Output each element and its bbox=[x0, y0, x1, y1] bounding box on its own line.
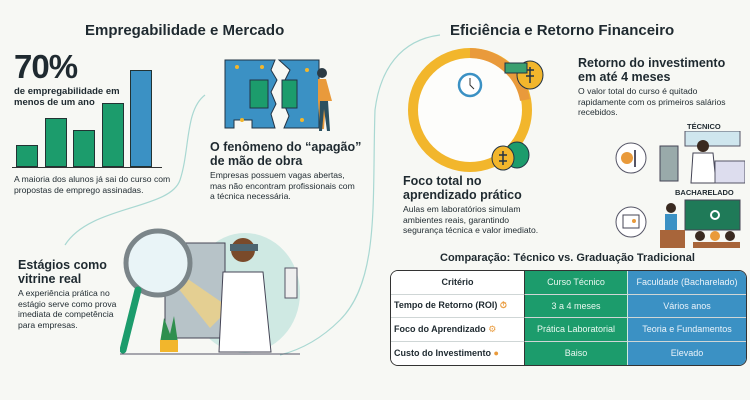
tecnico-cell: Prática Laboratorial bbox=[525, 318, 628, 342]
employability-stat-label: de empregabilidade em menos de um ano bbox=[14, 86, 120, 108]
scientist-magnifier-illustration bbox=[120, 228, 300, 355]
clock-money-illustration bbox=[408, 48, 544, 172]
employability-caption: A maioria dos alunos já sai do curso com… bbox=[14, 174, 171, 195]
internship-text: A experiência prática no estágio serve c… bbox=[18, 288, 117, 330]
faculdade-cell: Elevado bbox=[628, 341, 746, 365]
chart-bar bbox=[130, 70, 152, 167]
section-title-employability: Empregabilidade e Mercado bbox=[85, 22, 285, 39]
chart-bar bbox=[101, 102, 124, 167]
shortage-block: O fenômeno do “apagão” de mão de obra Em… bbox=[210, 140, 378, 202]
faculdade-cell: Teoria e Fundamentos bbox=[628, 318, 746, 342]
chart-bar bbox=[73, 130, 95, 167]
brain-wrench-icon: ⚙ bbox=[488, 323, 497, 334]
criterion-label: Foco do Aprendizado bbox=[394, 323, 486, 334]
header-criterion: Critério bbox=[391, 271, 525, 295]
practical-focus-title: Foco total no aprendizado prático bbox=[403, 174, 522, 202]
section-title-efficiency: Eficiência e Retorno Financeiro bbox=[450, 22, 675, 39]
employability-stat-block: 70% de empregabilidade em menos de um an… bbox=[14, 48, 132, 109]
coins-icon: ● bbox=[493, 348, 499, 359]
chart-bar bbox=[16, 144, 38, 167]
table-row: Foco do Aprendizado ⚙ Prática Laboratori… bbox=[391, 318, 746, 342]
criterion-label: Custo do Investimento bbox=[394, 348, 492, 359]
table-header-row: Critério Curso Técnico Faculdade (Bachar… bbox=[391, 271, 746, 295]
header-faculdade: Faculdade (Bacharelado) bbox=[628, 271, 746, 295]
roi-text: O valor total do curso é quitado rapidam… bbox=[578, 86, 726, 117]
stopwatch-icon: ⏱ bbox=[499, 300, 507, 311]
roi-title: Retorno do investimento em até 4 meses bbox=[578, 56, 726, 84]
technician-lab-illustration bbox=[615, 131, 745, 184]
bar-chart bbox=[12, 60, 162, 168]
tecnico-cell: Baiso bbox=[525, 341, 628, 365]
shortage-text: Empresas possuem vagas abertas, mas não … bbox=[210, 170, 355, 201]
bachelor-classroom-illustration bbox=[615, 199, 741, 248]
table-row: Custo do Investimento ● Baiso Elevado bbox=[391, 341, 746, 365]
practical-focus-block: Foco total no aprendizado prático Aulas … bbox=[403, 174, 553, 236]
criterion-label: Tempo de Retorno (ROI) bbox=[394, 300, 498, 311]
tecnico-label: TÉCNICO bbox=[687, 122, 721, 131]
employability-stat: 70% bbox=[14, 48, 78, 85]
internship-title: Estágios como vitrine real bbox=[18, 258, 107, 286]
comparison-title: Comparação: Técnico vs. Graduação Tradic… bbox=[440, 252, 695, 264]
bacharelado-label: BACHARELADO bbox=[675, 188, 734, 197]
internship-block: Estágios como vitrine real A experiência… bbox=[18, 258, 133, 330]
circuit-board-illustration bbox=[224, 59, 332, 131]
practical-focus-text: Aulas em laboratórios simulam ambientes … bbox=[403, 204, 539, 235]
table-row: Tempo de Retorno (ROI) ⏱ 3 a 4 meses Vár… bbox=[391, 294, 746, 318]
faculdade-cell: Vários anos bbox=[628, 294, 746, 318]
comparison-table: Critério Curso Técnico Faculdade (Bachar… bbox=[390, 270, 747, 366]
header-tecnico: Curso Técnico bbox=[525, 271, 628, 295]
roi-block: Retorno do investimento em até 4 meses O… bbox=[578, 56, 746, 118]
shortage-title: O fenômeno do “apagão” de mão de obra bbox=[210, 140, 362, 168]
chart-bar bbox=[44, 117, 67, 167]
tecnico-cell: 3 a 4 meses bbox=[525, 294, 628, 318]
